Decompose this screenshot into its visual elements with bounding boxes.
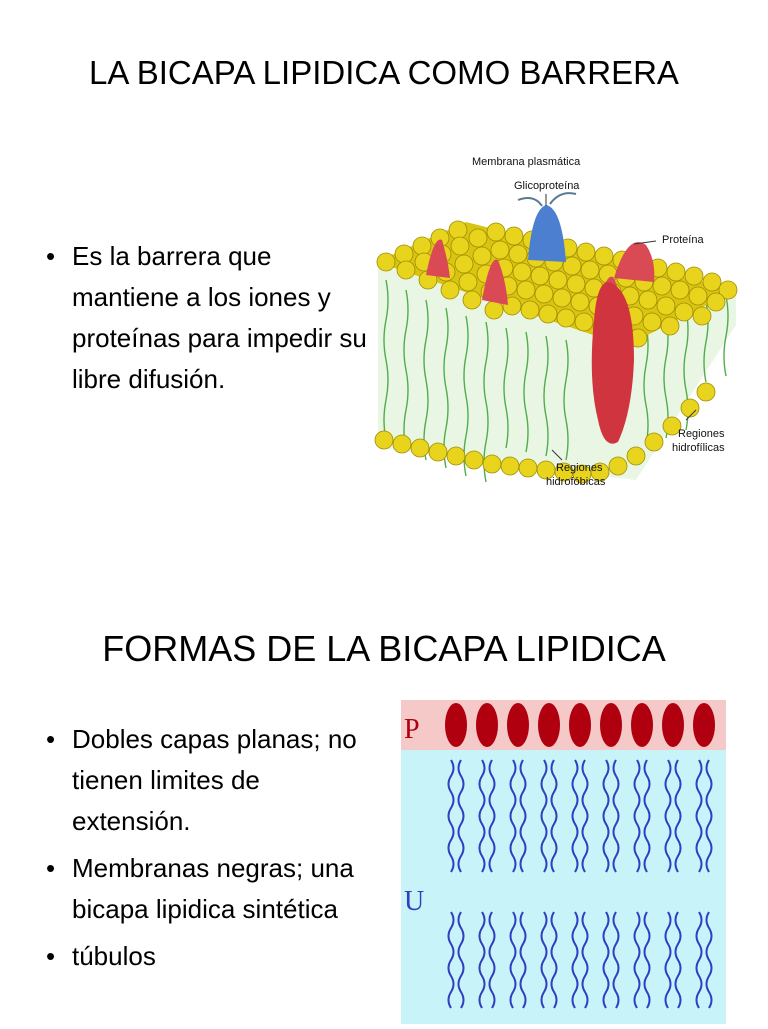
bilayer-background [401, 700, 726, 1024]
label-protein: Proteína [662, 234, 704, 246]
bilayer-illustration: P U [401, 700, 726, 1024]
label-polar: P [404, 714, 420, 745]
membrane-illustration [374, 192, 738, 484]
label-hydrophilic-1: Regiones [678, 428, 725, 440]
polar-heads [445, 703, 715, 747]
protein-small-2 [482, 259, 508, 305]
bullet-item: • túbulos [40, 936, 385, 977]
protein-right [614, 242, 655, 282]
slide-barrier: LA BICAPA LIPIDICA COMO BARRERA • Es la … [0, 0, 768, 512]
label-hydrophobic-2: hidrofóbicas [546, 476, 606, 488]
label-membrane: Membrana plasmática [472, 156, 581, 168]
label-pointers [545, 194, 697, 461]
bullet-icon: • [46, 241, 56, 271]
transmembrane-protein [591, 282, 634, 444]
protein-small-1 [426, 239, 450, 278]
bilayer-diagram: P U [401, 700, 726, 1024]
membrane-diagram: Membrana plasmática Glicoproteína Proteí… [366, 150, 746, 496]
glycoprotein-chains [517, 192, 577, 207]
slide-title: LA BICAPA LIPIDICA COMO BARRERA [89, 54, 679, 91]
bullet-text: Membranas negras; una bicapa lipidica si… [72, 853, 354, 924]
glycoprotein [528, 205, 566, 262]
label-hydrophilic-2: hidrofílicas [672, 442, 725, 454]
lipid-heads-bottom [374, 382, 716, 484]
bullet-icon: • [46, 724, 56, 754]
bullet-icon: • [46, 941, 56, 971]
bullet-text: túbulos [72, 941, 156, 971]
slide-forms: FORMAS DE LA BICAPA LIPIDICA • Dobles ca… [0, 512, 768, 1024]
bullet-list: • Dobles capas planas; no tienen limites… [40, 719, 385, 983]
bullet-icon: • [46, 853, 56, 883]
bullet-list: • Es la barrera que mantiene a los iones… [40, 236, 380, 400]
bullet-item: • Dobles capas planas; no tienen limites… [40, 719, 385, 842]
bullet-item: • Es la barrera que mantiene a los iones… [40, 236, 380, 400]
label-glycoprotein: Glicoproteína [514, 180, 580, 192]
label-hydrophobic-1: Regiones [556, 462, 603, 474]
nonpolar-tails [447, 759, 713, 1009]
slide-title: FORMAS DE LA BICAPA LIPIDICA [102, 628, 666, 669]
bullet-text: Dobles capas planas; no tienen limites d… [72, 724, 357, 836]
bullet-item: • Membranas negras; una bicapa lipidica … [40, 848, 385, 930]
bullet-text: Es la barrera que mantiene a los iones y… [72, 241, 367, 394]
label-nonpolar: U [404, 886, 424, 917]
protein-shapes [426, 192, 655, 444]
